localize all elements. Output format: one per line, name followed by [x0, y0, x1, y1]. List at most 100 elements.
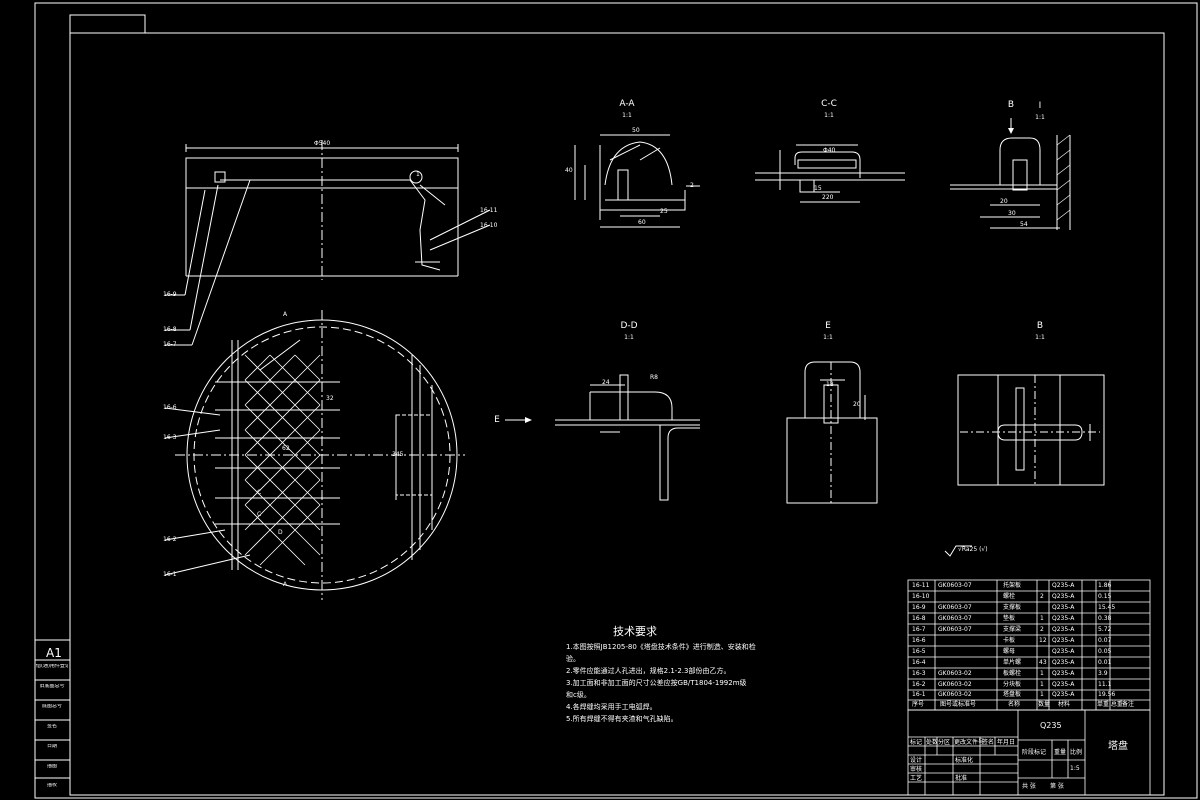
bom-name: 板螺栓: [1003, 670, 1022, 677]
bom-no: 16-2: [912, 681, 926, 688]
side-strip-5: 日期: [46, 744, 57, 749]
bom-wt: 5.72: [1098, 626, 1112, 633]
view-label-b: B: [1036, 321, 1044, 331]
rev-label-6: 年月日: [997, 739, 1016, 746]
bom-code: GK0603-07: [938, 626, 972, 633]
bom-qty: 2: [1040, 593, 1044, 600]
bom-mat: Q235-A: [1052, 659, 1075, 666]
bom-mat: Q235-A: [1052, 615, 1075, 622]
side-strip-2: 旧底图总号: [39, 684, 65, 689]
sheet-format-label: A1: [46, 646, 62, 660]
side-strip-4: 签名: [46, 724, 57, 729]
bom-no: 16-11: [912, 582, 930, 589]
requirement-1b: 验。: [566, 655, 580, 663]
bom-name: 单片螺: [1003, 659, 1022, 666]
mark-1: 1: [416, 171, 420, 178]
dim-aa-width: 25: [660, 208, 668, 215]
bom-header-name: 名称: [1008, 701, 1021, 708]
bom-code: GK0603-02: [938, 691, 972, 698]
detail-i: [950, 118, 1071, 230]
bom-mat: Q235-A: [1052, 637, 1075, 644]
section-c-c: [755, 144, 905, 203]
dim-grid-62: 62: [282, 445, 290, 452]
elevation-view: [185, 140, 491, 280]
title-material: Q235: [1040, 721, 1062, 730]
dim-aa-top: 50: [632, 127, 640, 134]
bom-no: 16-4: [912, 659, 926, 666]
inner-border: [69, 32, 1165, 796]
bom-wt: 0.07: [1098, 637, 1112, 644]
bom-name: 托架板: [1003, 582, 1022, 589]
view-scale-i: 1:1: [1035, 114, 1045, 121]
bom-no: 16-10: [912, 593, 930, 600]
plan-view: [175, 310, 465, 600]
bom-name: 螺栓: [1003, 593, 1016, 600]
requirement-4: 4.各焊缝均采用手工电弧焊。: [566, 703, 657, 711]
bom-qty: 43: [1039, 659, 1047, 666]
role-standard: 标准化: [955, 757, 974, 764]
bom-no: 16-8: [912, 615, 926, 622]
rev-label-2: 处数: [926, 739, 939, 746]
bom-wt: 1.86: [1098, 582, 1112, 589]
title-scale-value: 1:5: [1070, 765, 1080, 772]
dim-dd-24: 24: [602, 379, 610, 386]
bom-no: 16-7: [912, 626, 926, 633]
rev-label-1: 标记: [910, 739, 923, 746]
bom-wt: 19.56: [1098, 691, 1116, 698]
mark-2: 2: [690, 182, 694, 189]
bom-mat: Q235-A: [1052, 604, 1075, 611]
requirement-1: 1.本图按照JB1205-80《塔盘技术条件》进行制造、安装和检: [566, 643, 756, 651]
callout-16-3: 16-3: [163, 434, 177, 441]
bom-no: 16-1: [912, 691, 926, 698]
callout-16-8: 16-8: [163, 326, 177, 333]
bom-name: 支撑梁: [1003, 626, 1022, 633]
bom-wt: 15.45: [1098, 604, 1116, 611]
outer-border: [34, 2, 1198, 799]
bom-header-mat: 材料: [1058, 701, 1071, 708]
bom-wt: 0.01: [1098, 659, 1112, 666]
bom-qty: 1: [1040, 691, 1044, 698]
mark-d: D: [278, 529, 283, 536]
callout-16-11: 16-11: [480, 207, 498, 214]
bom-no: 16-9: [912, 604, 926, 611]
view-label-i: I: [1038, 101, 1042, 111]
callout-16-7: 16-7: [163, 341, 177, 348]
bom-name: 垫板: [1003, 615, 1016, 622]
bom-qty: 1: [1040, 615, 1044, 622]
dim-e-18: 18: [826, 381, 834, 388]
dim-cc-top: Φ40: [823, 147, 836, 154]
requirement-3b: 和c级。: [566, 691, 591, 699]
bom-header-no: 序号: [912, 701, 925, 708]
bom-header-note: 备注: [1122, 701, 1135, 708]
dim-aa-bottom: 60: [638, 219, 646, 226]
dim-cc-mid: 15: [814, 185, 822, 192]
title-scale-label: 比例: [1070, 749, 1083, 756]
detail-b: [957, 374, 1105, 486]
bom-code: GK0603-02: [938, 670, 972, 677]
bom-qty: 1: [1040, 681, 1044, 688]
rev-label-4: 更改文件号: [954, 739, 985, 746]
role-approve: 批准: [955, 775, 968, 782]
bom-name: 卡板: [1003, 637, 1016, 644]
title-stage-label: 阶段标记: [1022, 749, 1047, 756]
bom-code: GK0603-02: [938, 681, 972, 688]
bom-mat: Q235-A: [1052, 681, 1075, 688]
bom-qty: 1: [1040, 670, 1044, 677]
side-strip-7: 描校: [46, 783, 57, 788]
side-strip-1: 借(通)用件登记: [36, 664, 68, 669]
bom-mat: Q235-A: [1052, 648, 1075, 655]
bom-name: 分块板: [1003, 681, 1022, 688]
side-strip-6: 描图: [46, 764, 57, 769]
bom-wt: 0.05: [1098, 648, 1112, 655]
view-label-c-c: C-C: [821, 99, 837, 109]
bom-qty: 12: [1039, 637, 1047, 644]
side-strip-3: 底图总号: [41, 704, 62, 709]
arrow-label-e: E: [494, 415, 500, 425]
role-review: 审核: [910, 766, 923, 773]
bom-no: 16-5: [912, 648, 926, 655]
bom-header-code: 图号或标准号: [940, 701, 977, 708]
requirement-2: 2.零件应能通过人孔进出，规格2.1-2.3部份由乙方。: [566, 667, 731, 675]
view-scale-d-d: 1:1: [624, 334, 634, 341]
bom-no: 16-3: [912, 670, 926, 677]
